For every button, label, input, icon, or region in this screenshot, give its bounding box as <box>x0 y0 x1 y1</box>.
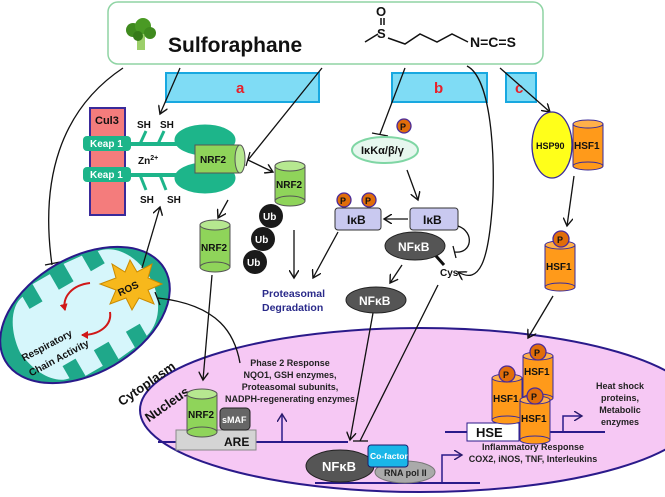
nrf2-degrading-label: NRF2 <box>276 180 303 191</box>
hsp90-label: HSP90 <box>536 141 565 151</box>
sh-label-2: SH <box>160 120 174 131</box>
oxygen-atom: O <box>376 4 386 19</box>
cul3-label: Cul3 <box>95 115 119 127</box>
ub-label-1: Ub <box>263 212 276 223</box>
nrf2-free <box>199 219 231 273</box>
sh-label-4: SH <box>167 195 181 206</box>
hsf1-trimer-2-phospho-label: P <box>534 348 540 358</box>
cofactor-box <box>367 444 409 468</box>
pathway-b-box[interactable] <box>391 72 488 103</box>
pathway-connectors <box>44 65 550 275</box>
ub-label-3: Ub <box>247 258 260 269</box>
ubiquitin-chain <box>243 204 283 274</box>
ikb-bound-label: IκB <box>423 213 442 227</box>
keap1-top <box>83 136 131 151</box>
svg-text:Metabolic: Metabolic <box>599 405 641 415</box>
ikb-phosphorylated <box>334 207 382 231</box>
rna-pol-ii-label: RNA pol II <box>384 468 427 478</box>
ros-star <box>98 258 164 312</box>
svg-text:Phase 2 Response: Phase 2 Response <box>250 358 330 368</box>
hse-box <box>466 422 520 442</box>
ikk-phospho-label: P <box>400 122 406 132</box>
sulforaphane-structure <box>364 18 469 45</box>
hsf1-trimer-3-phospho-label: P <box>531 392 537 402</box>
hsf1-phospho <box>552 230 570 248</box>
hsf1-phosphorylated-label: HSF1 <box>546 262 572 273</box>
nfkb-bound-label: NFκB <box>398 240 430 254</box>
ikb-phosphorylated-label: IκB <box>347 213 366 227</box>
smaf-label: sMAF <box>222 415 247 425</box>
nrf2-bound <box>194 144 246 174</box>
are-label: ARE <box>224 435 249 449</box>
ikb-phospho-2 <box>361 192 377 208</box>
ikb-phospho-1 <box>336 192 352 208</box>
ikk-complex <box>351 136 419 164</box>
hsp90 <box>531 111 573 179</box>
hsf1-phospho-label: P <box>557 235 563 245</box>
smaf-box <box>219 407 251 431</box>
sulfur-atom: S <box>377 26 386 41</box>
broccoli-icon <box>126 18 156 50</box>
nrf2-nuclear-label: NRF2 <box>188 410 215 421</box>
hsf1-trimer-2-label: HSF1 <box>524 367 550 378</box>
pathway-a-box[interactable] <box>165 72 320 103</box>
cycle-arrow-top <box>59 282 91 311</box>
phase2-response-text: Phase 2 Response NQO1, GSH enzymes, Prot… <box>225 358 355 404</box>
proteasomal-label: Proteasomal <box>262 288 325 300</box>
hsf1-trimer-2-phospho <box>529 343 547 361</box>
zinc-label: Zn2+ <box>138 155 158 167</box>
sh-label-1: SH <box>137 120 151 131</box>
keap1-bottom <box>83 167 131 182</box>
nfkb-free <box>345 286 407 314</box>
keap1-bottom-label: Keap 1 <box>90 170 123 181</box>
nfkb-nuclear-label: NFκB <box>322 459 356 474</box>
ikk-label: IκKα/β/γ <box>361 145 405 157</box>
svg-text:NADPH-regenerating enzymes: NADPH-regenerating enzymes <box>225 394 355 404</box>
nrf2-bound-label: NRF2 <box>200 155 227 166</box>
cys-feedback-inhibition <box>454 225 470 253</box>
hsf1-trimer-1-label: HSF1 <box>493 394 519 405</box>
ikb-bound <box>409 207 459 231</box>
isothiocyanate-group: N=C=S <box>470 34 516 50</box>
hsf1-trimer-3-label: HSF1 <box>521 414 547 425</box>
degradation-label: Degradation <box>262 302 323 314</box>
nrf2-free-label: NRF2 <box>201 243 228 254</box>
pathway-b-label: b <box>434 80 443 97</box>
ikb-phospho-2-label: P <box>365 196 371 206</box>
hsf1-bound <box>572 119 604 171</box>
hsf1-trimer-3-phospho <box>526 387 544 405</box>
inflammatory-response-text: Inflammatory Response COX2, iNOS, TNF, I… <box>469 442 598 464</box>
ub-label-2: Ub <box>255 235 268 246</box>
keap1-top-label: Keap 1 <box>90 139 123 150</box>
sh-label-3: SH <box>140 195 154 206</box>
svg-text:Proteasomal subunits,: Proteasomal subunits, <box>242 382 339 392</box>
ikk-phospho <box>396 118 412 134</box>
inhibition-nrf2-degradation <box>245 151 273 172</box>
nfkb-free-label: NFκB <box>359 294 391 308</box>
cofactor-label: Co-factor <box>370 451 408 461</box>
svg-text:Inflammatory Response: Inflammatory Response <box>482 442 584 452</box>
hsf1-trimer-1-phospho <box>498 365 516 383</box>
svg-text:COX2, iNOS, TNF, Interleukins: COX2, iNOS, TNF, Interleukins <box>469 454 598 464</box>
cys-label: Cys <box>440 268 459 279</box>
svg-text:NQO1, GSH enzymes,: NQO1, GSH enzymes, <box>243 370 336 380</box>
cycle-arrow-bottom <box>81 311 112 339</box>
cul3 <box>89 107 126 216</box>
hsf1-trimer-1-phospho-label: P <box>503 370 509 380</box>
ikb-phospho-1-label: P <box>340 196 346 206</box>
hse-label: HSE <box>476 425 503 440</box>
svg-text:proteins,: proteins, <box>601 393 639 403</box>
heat-shock-text: Heat shock proteins, Metabolic enzymes <box>596 381 645 427</box>
sulforaphane-title: Sulforaphane <box>168 34 302 57</box>
pathway-c-label: c <box>515 80 523 97</box>
pathway-a-label: a <box>236 80 245 97</box>
svg-text:Heat shock: Heat shock <box>596 381 645 391</box>
sulforaphane-header-box <box>107 1 544 65</box>
nfkb-bound <box>384 231 446 261</box>
nrf2-nuclear <box>186 388 218 438</box>
nrf2-degrading <box>274 160 306 207</box>
hsf1-bound-label: HSF1 <box>574 141 600 152</box>
svg-text:enzymes: enzymes <box>601 417 639 427</box>
